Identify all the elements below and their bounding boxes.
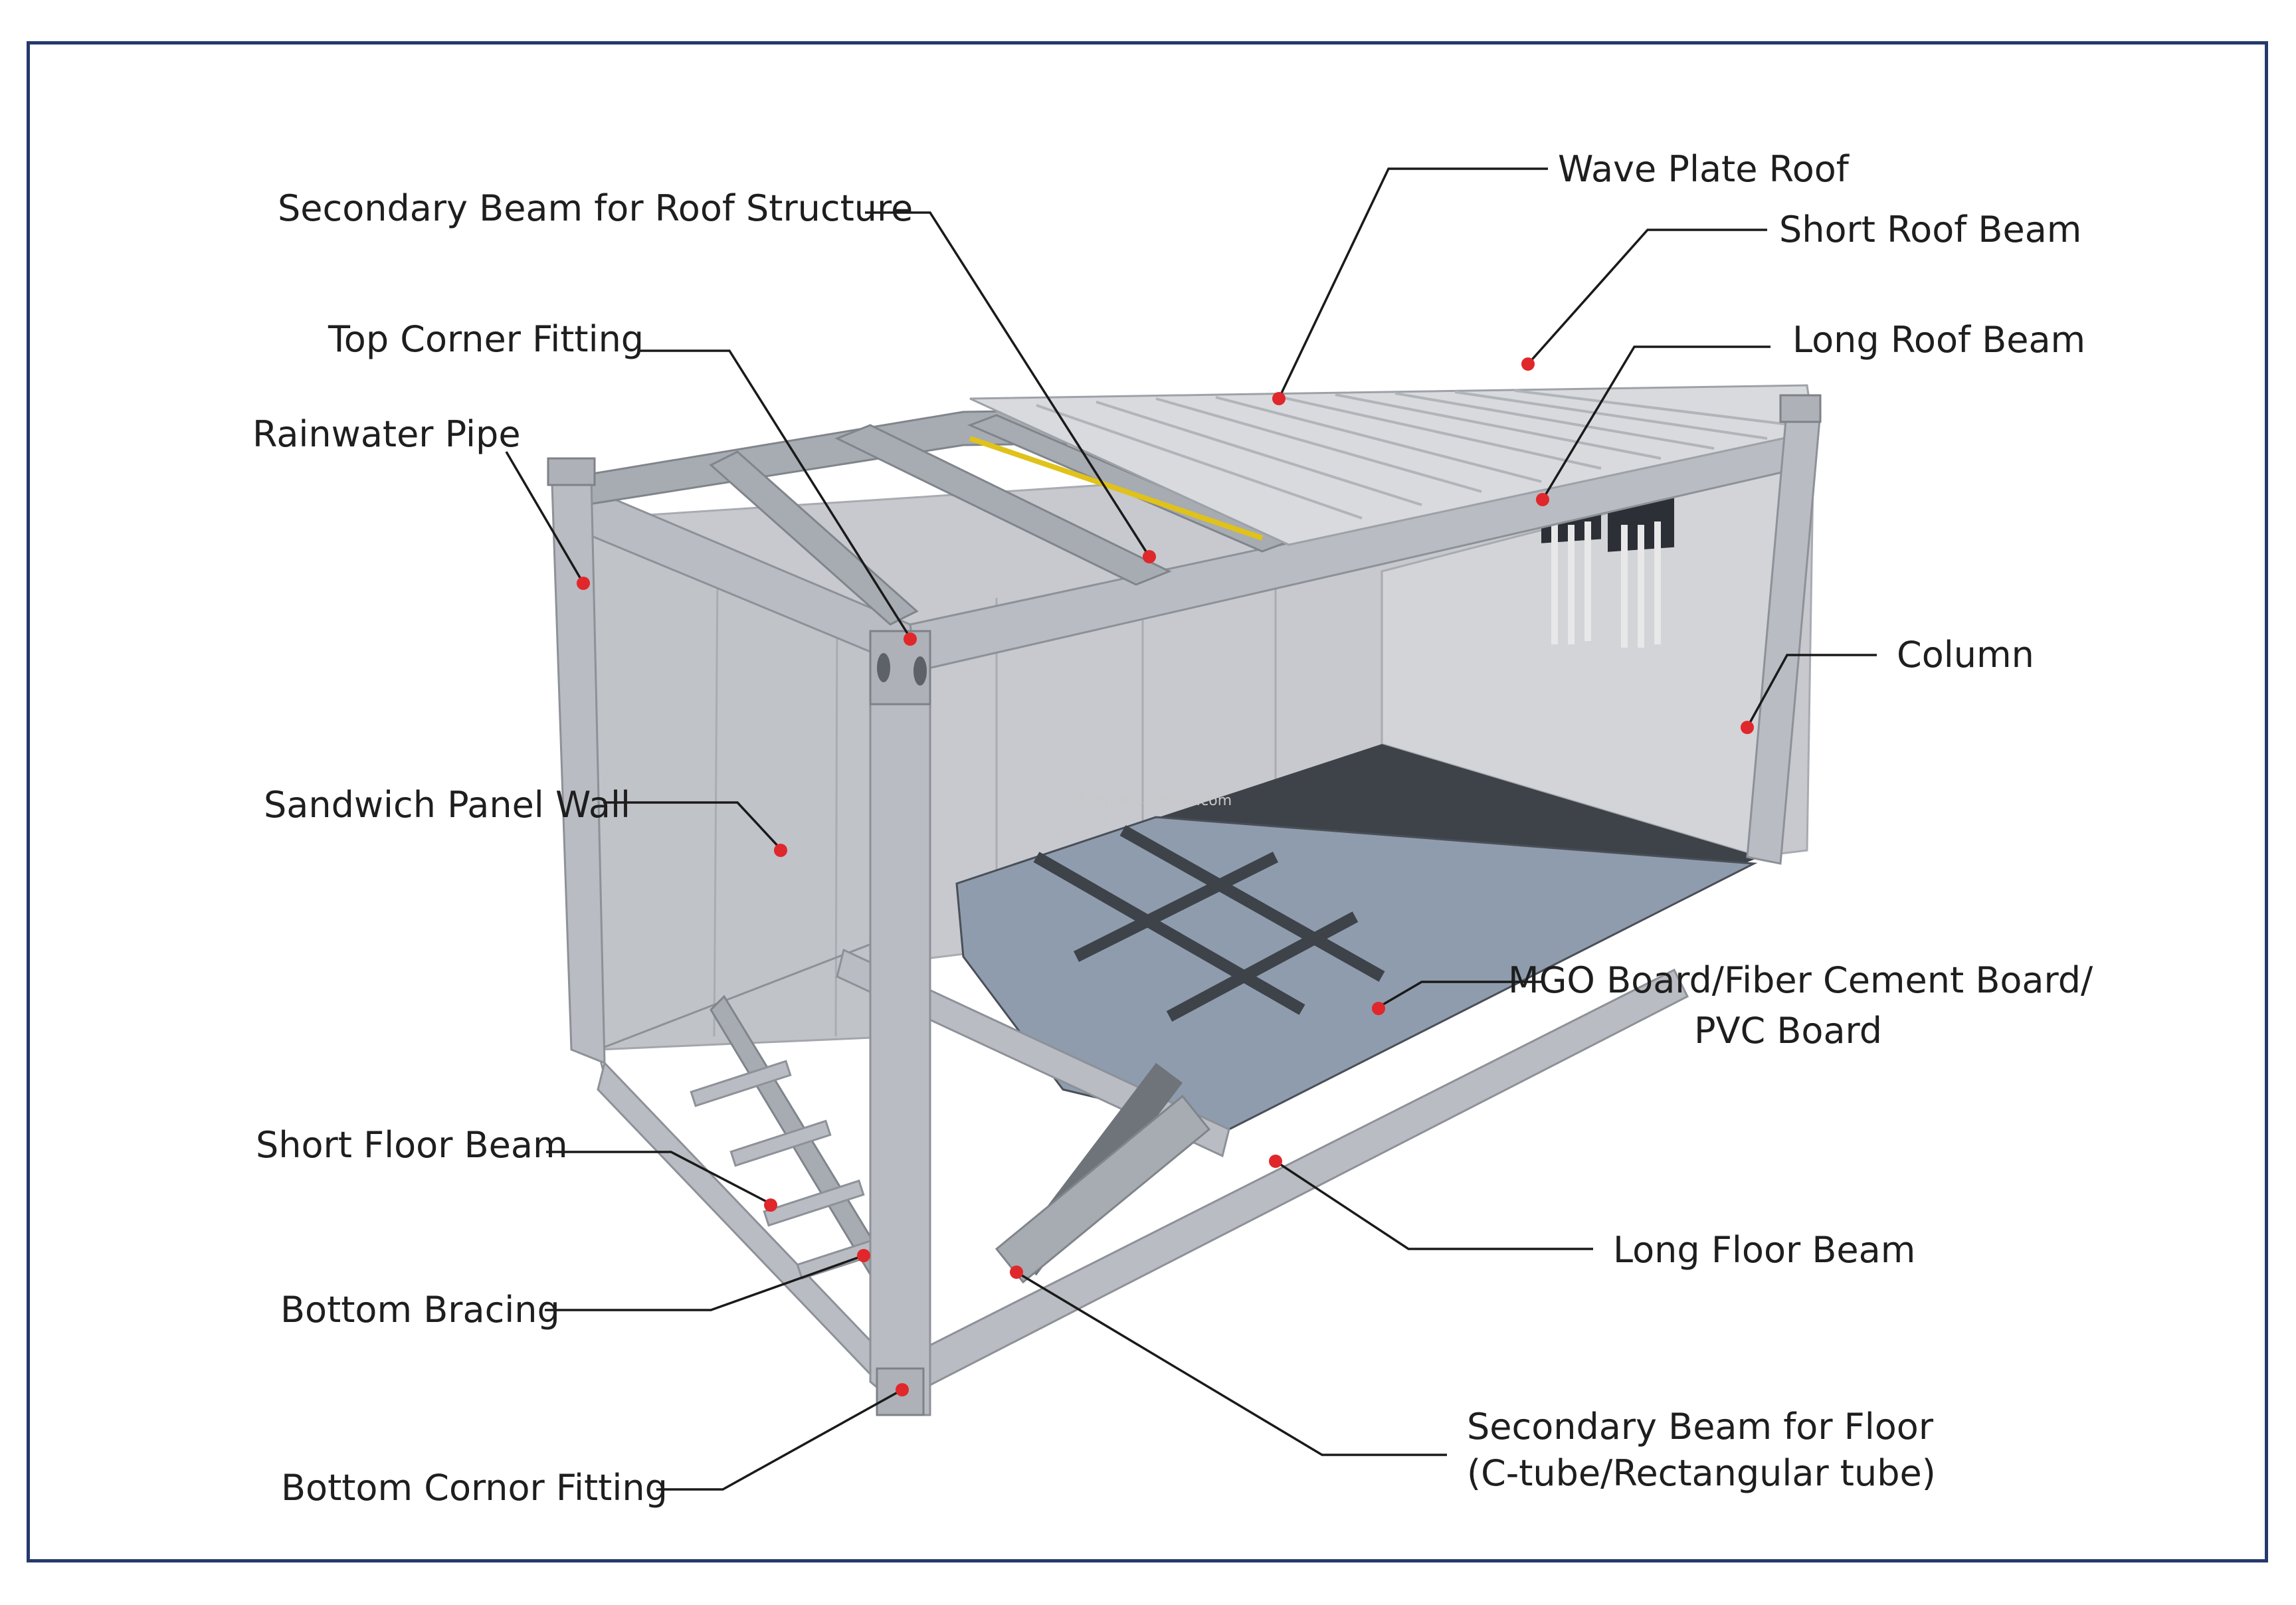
label-secondary-beam-floor-line2: (C-tube/Rectangular tube)	[1467, 1452, 1936, 1494]
marker-top-corner-fitting	[904, 632, 917, 646]
label-top-corner-fitting: Top Corner Fitting	[328, 318, 644, 360]
label-bottom-corner-fitting: Bottom Cornor Fitting	[281, 1467, 668, 1509]
marker-secondary-beam-roof	[1143, 550, 1156, 563]
labels: Wave Plate Roof Short Roof Beam Long Roo…	[252, 148, 2093, 1509]
watermark: nbzhjt.en.alibaba.com	[1070, 793, 1232, 809]
label-floor-board-line1: MGO Board/Fiber Cement Board/	[1508, 959, 2093, 1001]
label-bottom-bracing: Bottom Bracing	[280, 1289, 560, 1331]
leader-floor-board	[1378, 981, 1541, 1008]
marker-secondary-beam-floor	[1010, 1266, 1023, 1279]
marker-short-roof-beam	[1521, 357, 1535, 371]
label-long-roof-beam: Long Roof Beam	[1792, 319, 2085, 361]
label-long-floor-beam: Long Floor Beam	[1613, 1229, 1915, 1271]
label-secondary-beam-roof: Secondary Beam for Roof Structure	[278, 187, 913, 229]
leader-top-corner-fitting	[639, 349, 911, 638]
roof-corrugations	[1036, 389, 1794, 519]
roof-cross-beam-2	[834, 424, 1172, 586]
leader-short-floor-beam	[546, 1151, 771, 1205]
marker-wave-plate-roof	[1272, 392, 1286, 405]
leader-column	[1746, 654, 1877, 728]
label-column: Column	[1897, 634, 2034, 676]
label-short-floor-beam: Short Floor Beam	[256, 1124, 568, 1166]
leader-sandwich-panel-wall	[603, 801, 782, 850]
marker-sandwich-panel-wall	[774, 844, 787, 857]
label-sandwich-panel-wall: Sandwich Panel Wall	[264, 784, 630, 826]
leader-rainwater-pipe	[505, 451, 585, 584]
leader-secondary-beam-floor	[1016, 1271, 1447, 1456]
leader-long-roof-beam	[1541, 345, 1770, 500]
short-floor-beams	[690, 1060, 898, 1280]
roof-cross-beam-1	[709, 450, 919, 626]
marker-rainwater-pipe	[577, 577, 590, 590]
label-secondary-beam-floor-line1: Secondary Beam for Floor	[1467, 1406, 1934, 1448]
leader-bottom-bracing	[545, 1254, 864, 1311]
leader-wave-plate-roof	[1278, 167, 1548, 399]
label-floor-board-line2: PVC Board	[1694, 1010, 1882, 1052]
marker-bottom-bracing	[857, 1249, 870, 1262]
container-structure-illustration: nbzhjt.en.alibaba.com	[547, 384, 1822, 1416]
marker-short-floor-beam	[764, 1198, 777, 1212]
marker-bottom-corner-fitting	[896, 1383, 909, 1396]
markers	[577, 357, 1754, 1396]
marker-long-roof-beam	[1536, 493, 1549, 506]
marker-floor-board	[1372, 1002, 1385, 1015]
leader-secondary-beam-roof	[865, 211, 1151, 557]
marker-column	[1741, 721, 1754, 734]
leader-long-floor-beam	[1275, 1160, 1593, 1250]
leader-lines	[505, 167, 1877, 1491]
leader-bottom-corner-fitting	[656, 1388, 903, 1491]
front-column	[869, 630, 931, 1416]
label-wave-plate-roof: Wave Plate Roof	[1558, 148, 1850, 190]
leader-short-roof-beam	[1527, 229, 1767, 365]
label-short-roof-beam: Short Roof Beam	[1779, 209, 2081, 250]
label-rainwater-pipe: Rainwater Pipe	[252, 413, 521, 455]
diagram-border	[27, 41, 2268, 1562]
marker-long-floor-beam	[1269, 1155, 1282, 1168]
